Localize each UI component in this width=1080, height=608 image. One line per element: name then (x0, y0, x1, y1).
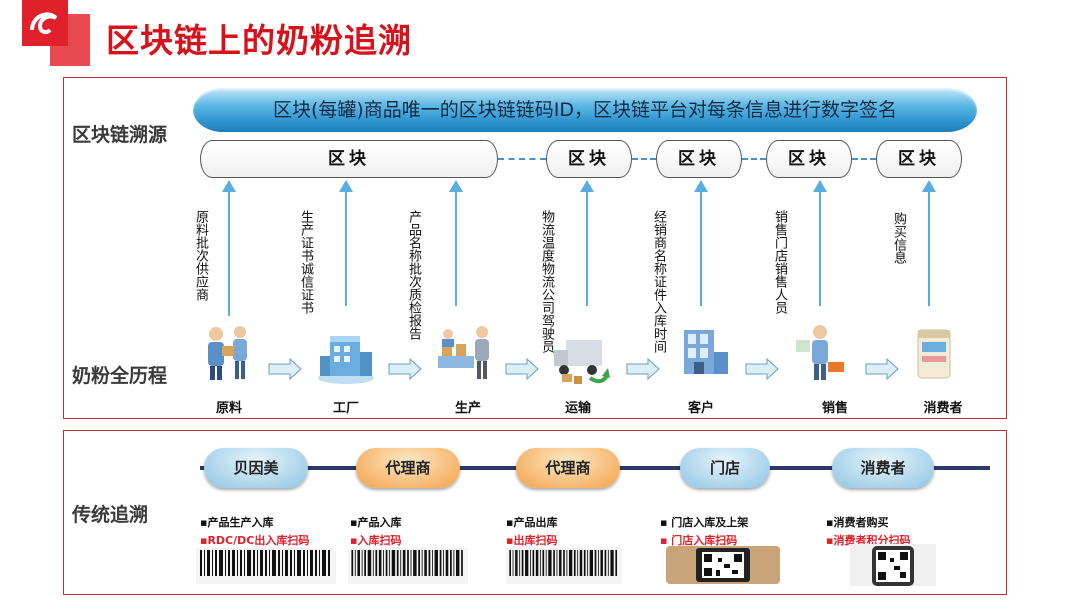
record-text-4: 物流温度物流公司驾驶员 (539, 210, 554, 353)
trad-item-5: ▪消费者购买 (826, 516, 889, 529)
record-text-6: 销售门店销售人员 (772, 210, 787, 314)
trad-scan-4: ▪ 门店入库扫码 (660, 534, 738, 547)
page-title: 区块链上的奶粉追溯 (106, 21, 412, 60)
barcode-icon-3 (506, 548, 622, 584)
blockchain-id-bar-text: 区块(每罐)商品唯一的区块链链码ID，区块链平台对每条信息进行数字签名 (272, 99, 898, 121)
consumer-phone-qr-icon (850, 544, 936, 586)
trad-node-consumer: 消费者 (832, 448, 934, 488)
flow-arrow-5 (745, 358, 779, 380)
stage-label-factory: 工厂 (332, 401, 359, 416)
trad-item-4: ▪ 门店入库及上架 (660, 516, 749, 529)
block-cylinder-1 (200, 140, 498, 178)
full-process-label: 奶粉全历程 (72, 365, 168, 387)
block-link-1 (498, 158, 546, 160)
record-text-5: 经销商名称证件入库时间 (651, 210, 666, 353)
record-text-1: 原料批次供应商 (193, 210, 208, 301)
store-qr-scan-icon (666, 546, 780, 584)
blockchain-id-bar (193, 88, 977, 132)
trad-node-store: 门店 (680, 448, 770, 488)
trad-item-2: ▪产品入库 (350, 516, 402, 529)
flow-arrow-2 (388, 358, 422, 380)
trad-node-agent-2: 代理商 (516, 448, 620, 488)
blockchain-trace-label: 区块链溯源 (72, 124, 168, 146)
block-label-5: 区块 (898, 149, 940, 169)
flow-arrow-1 (268, 358, 302, 380)
trad-scan-2: ▪入库扫码 (350, 534, 402, 547)
flow-arrow-6 (865, 358, 899, 380)
record-arrow-7 (922, 180, 936, 306)
raw-material-people-icon (208, 326, 247, 380)
trad-scan-5: ▪消费者积分扫码 (826, 534, 911, 547)
record-text-3: 产品名称批次质检报告 (406, 210, 421, 340)
trad-node-beingmate: 贝因美 (204, 448, 308, 488)
stage-label-customer: 客户 (687, 401, 714, 416)
record-arrow-1 (222, 180, 236, 316)
record-arrow-5 (694, 180, 708, 306)
stage-label-sales: 销售 (821, 401, 848, 416)
flow-arrow-3 (505, 358, 539, 380)
milk-powder-can-icon (917, 329, 951, 379)
customer-warehouse-icon (684, 330, 728, 374)
production-workers-icon (438, 326, 489, 379)
block-label-3: 区块 (678, 149, 720, 169)
stage-label-consumer: 消费者 (923, 401, 963, 416)
flow-arrow-4 (626, 358, 660, 380)
block-cylinder-4 (766, 140, 852, 178)
block-label-4: 区块 (788, 149, 830, 169)
logo-square (22, 0, 68, 46)
sales-person-icon (796, 325, 844, 380)
stage-label-production: 生产 (454, 401, 481, 416)
factory-building-icon (318, 336, 374, 384)
trad-scan-1: ▪RDC/DC出入库扫码 (200, 534, 310, 547)
stage-label-transport: 运输 (564, 401, 591, 416)
block-cylinder-2 (546, 140, 632, 178)
stage-label-raw: 原料 (215, 401, 242, 416)
trad-item-1: ▪产品生产入库 (200, 516, 274, 529)
barcode-icon-1 (196, 548, 336, 584)
block-label-2: 区块 (568, 149, 610, 169)
record-arrow-6 (813, 180, 827, 306)
record-arrow-3 (449, 180, 463, 306)
traditional-trace-label: 传统追溯 (72, 504, 149, 526)
trad-node-agent-1: 代理商 (356, 448, 460, 488)
trad-scan-3: ▪出库扫码 (506, 534, 558, 547)
record-arrow-2 (339, 180, 353, 306)
trad-item-3: ▪产品出库 (506, 516, 558, 529)
record-arrow-4 (580, 180, 594, 306)
block-label-1: 区块 (328, 149, 370, 169)
record-text-7: 购买信息 (891, 212, 906, 264)
transport-truck-icon (554, 340, 610, 384)
logo-swirl-icon (30, 12, 58, 35)
barcode-icon-2 (348, 548, 468, 584)
block-cylinder-3 (656, 140, 742, 178)
block-cylinder-5 (876, 140, 962, 178)
block-link-2 (632, 158, 656, 160)
block-link-3 (742, 158, 766, 160)
record-text-2: 生产证书诚信证书 (298, 210, 313, 314)
block-link-4 (852, 158, 876, 160)
